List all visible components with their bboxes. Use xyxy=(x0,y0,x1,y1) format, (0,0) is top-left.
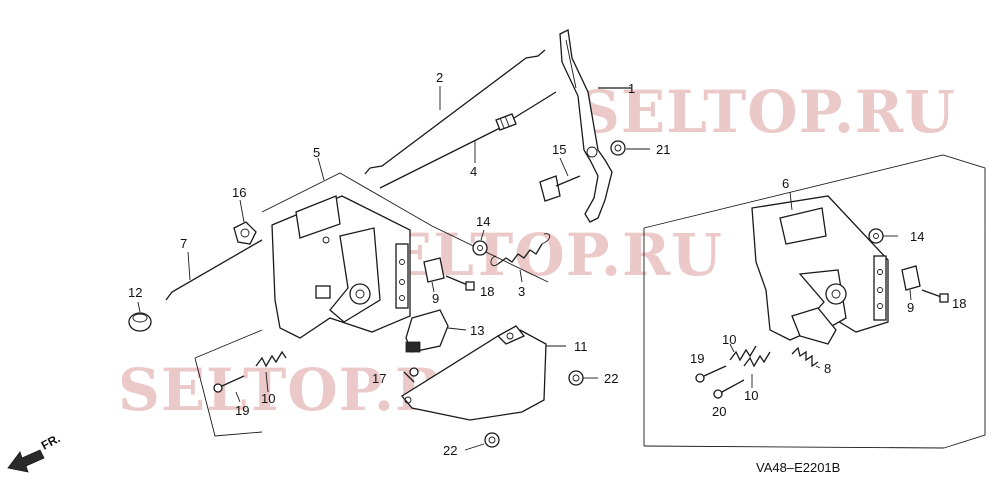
callout-12: 12 xyxy=(128,285,142,300)
callout-3: 3 xyxy=(518,284,525,299)
callout-7: 7 xyxy=(180,236,187,251)
part-9-clip-right xyxy=(901,265,921,301)
part-8-spring xyxy=(791,346,821,369)
callout-17: 17 xyxy=(372,371,386,386)
callout-8: 8 xyxy=(824,361,831,376)
callout-10-right-lower: 10 xyxy=(744,388,758,403)
callout-10-right-upper: 10 xyxy=(722,332,736,347)
callout-20: 20 xyxy=(712,404,726,419)
callout-11: 11 xyxy=(574,339,588,354)
diagram-code: VA48–E2201B xyxy=(756,460,840,475)
front-direction-arrow: FR. xyxy=(7,431,63,473)
part-9-clip-left xyxy=(423,257,445,293)
part-11-cover xyxy=(401,325,566,421)
part-18-bolt-left xyxy=(445,275,475,291)
part-22-bolt-bottom xyxy=(464,432,500,451)
callout-18-right: 18 xyxy=(952,296,966,311)
part-10-spring-right-lower xyxy=(743,351,771,388)
callout-22-bottom: 22 xyxy=(443,443,457,458)
callout-19-left: 19 xyxy=(235,403,249,418)
right-assembly-outline xyxy=(643,154,986,449)
callout-19-right: 19 xyxy=(690,351,704,366)
callout-labels: 1 2 3 4 5 6 7 8 9 9 10 10 10 11 12 13 14… xyxy=(128,70,966,458)
callout-18-left: 18 xyxy=(480,284,494,299)
callout-13: 13 xyxy=(470,323,484,338)
part-21-nut xyxy=(610,140,650,156)
part-6-bracket xyxy=(751,191,889,345)
part-7-link-rod xyxy=(165,239,263,301)
part-12-grommet xyxy=(128,301,152,332)
callout-22-right: 22 xyxy=(604,371,618,386)
callout-16: 16 xyxy=(232,185,246,200)
callout-10-left: 10 xyxy=(261,391,275,406)
part-16-clip xyxy=(233,199,257,245)
part-10-spring-left xyxy=(255,350,287,393)
part-5-bracket xyxy=(271,157,411,339)
part-19-bolt-right xyxy=(695,365,727,383)
callout-5: 5 xyxy=(313,145,320,160)
part-18-bolt-right xyxy=(921,289,949,303)
part-19-bolt-left xyxy=(213,375,245,403)
callout-2: 2 xyxy=(436,70,443,85)
part-10-spring-right-upper xyxy=(729,343,757,362)
part-4-rod xyxy=(379,91,557,189)
front-direction-label: FR. xyxy=(39,431,63,452)
part-14-nut-left xyxy=(472,229,488,256)
callout-14-left: 14 xyxy=(476,214,490,229)
part-1-lever xyxy=(559,29,632,223)
part-2-rod xyxy=(364,49,546,175)
part-15-bolt xyxy=(539,157,581,202)
callout-9-left: 9 xyxy=(432,291,439,306)
part-14-nut-right xyxy=(868,228,898,244)
part-22-bolt-right xyxy=(568,370,598,386)
watermark-top: SELTOP.RU xyxy=(578,78,956,146)
callout-21: 21 xyxy=(656,142,670,157)
callout-6: 6 xyxy=(782,176,789,191)
part-20-bolt xyxy=(713,379,745,399)
part-17-screw xyxy=(403,367,419,383)
callout-1: 1 xyxy=(628,81,635,96)
left-assembly-outline xyxy=(194,172,549,437)
part-13-switch xyxy=(405,309,467,353)
callout-9-right: 9 xyxy=(907,300,914,315)
callout-15: 15 xyxy=(552,142,566,157)
part-3-spring xyxy=(490,233,551,283)
callout-4: 4 xyxy=(470,164,477,179)
callout-14-right: 14 xyxy=(910,229,924,244)
